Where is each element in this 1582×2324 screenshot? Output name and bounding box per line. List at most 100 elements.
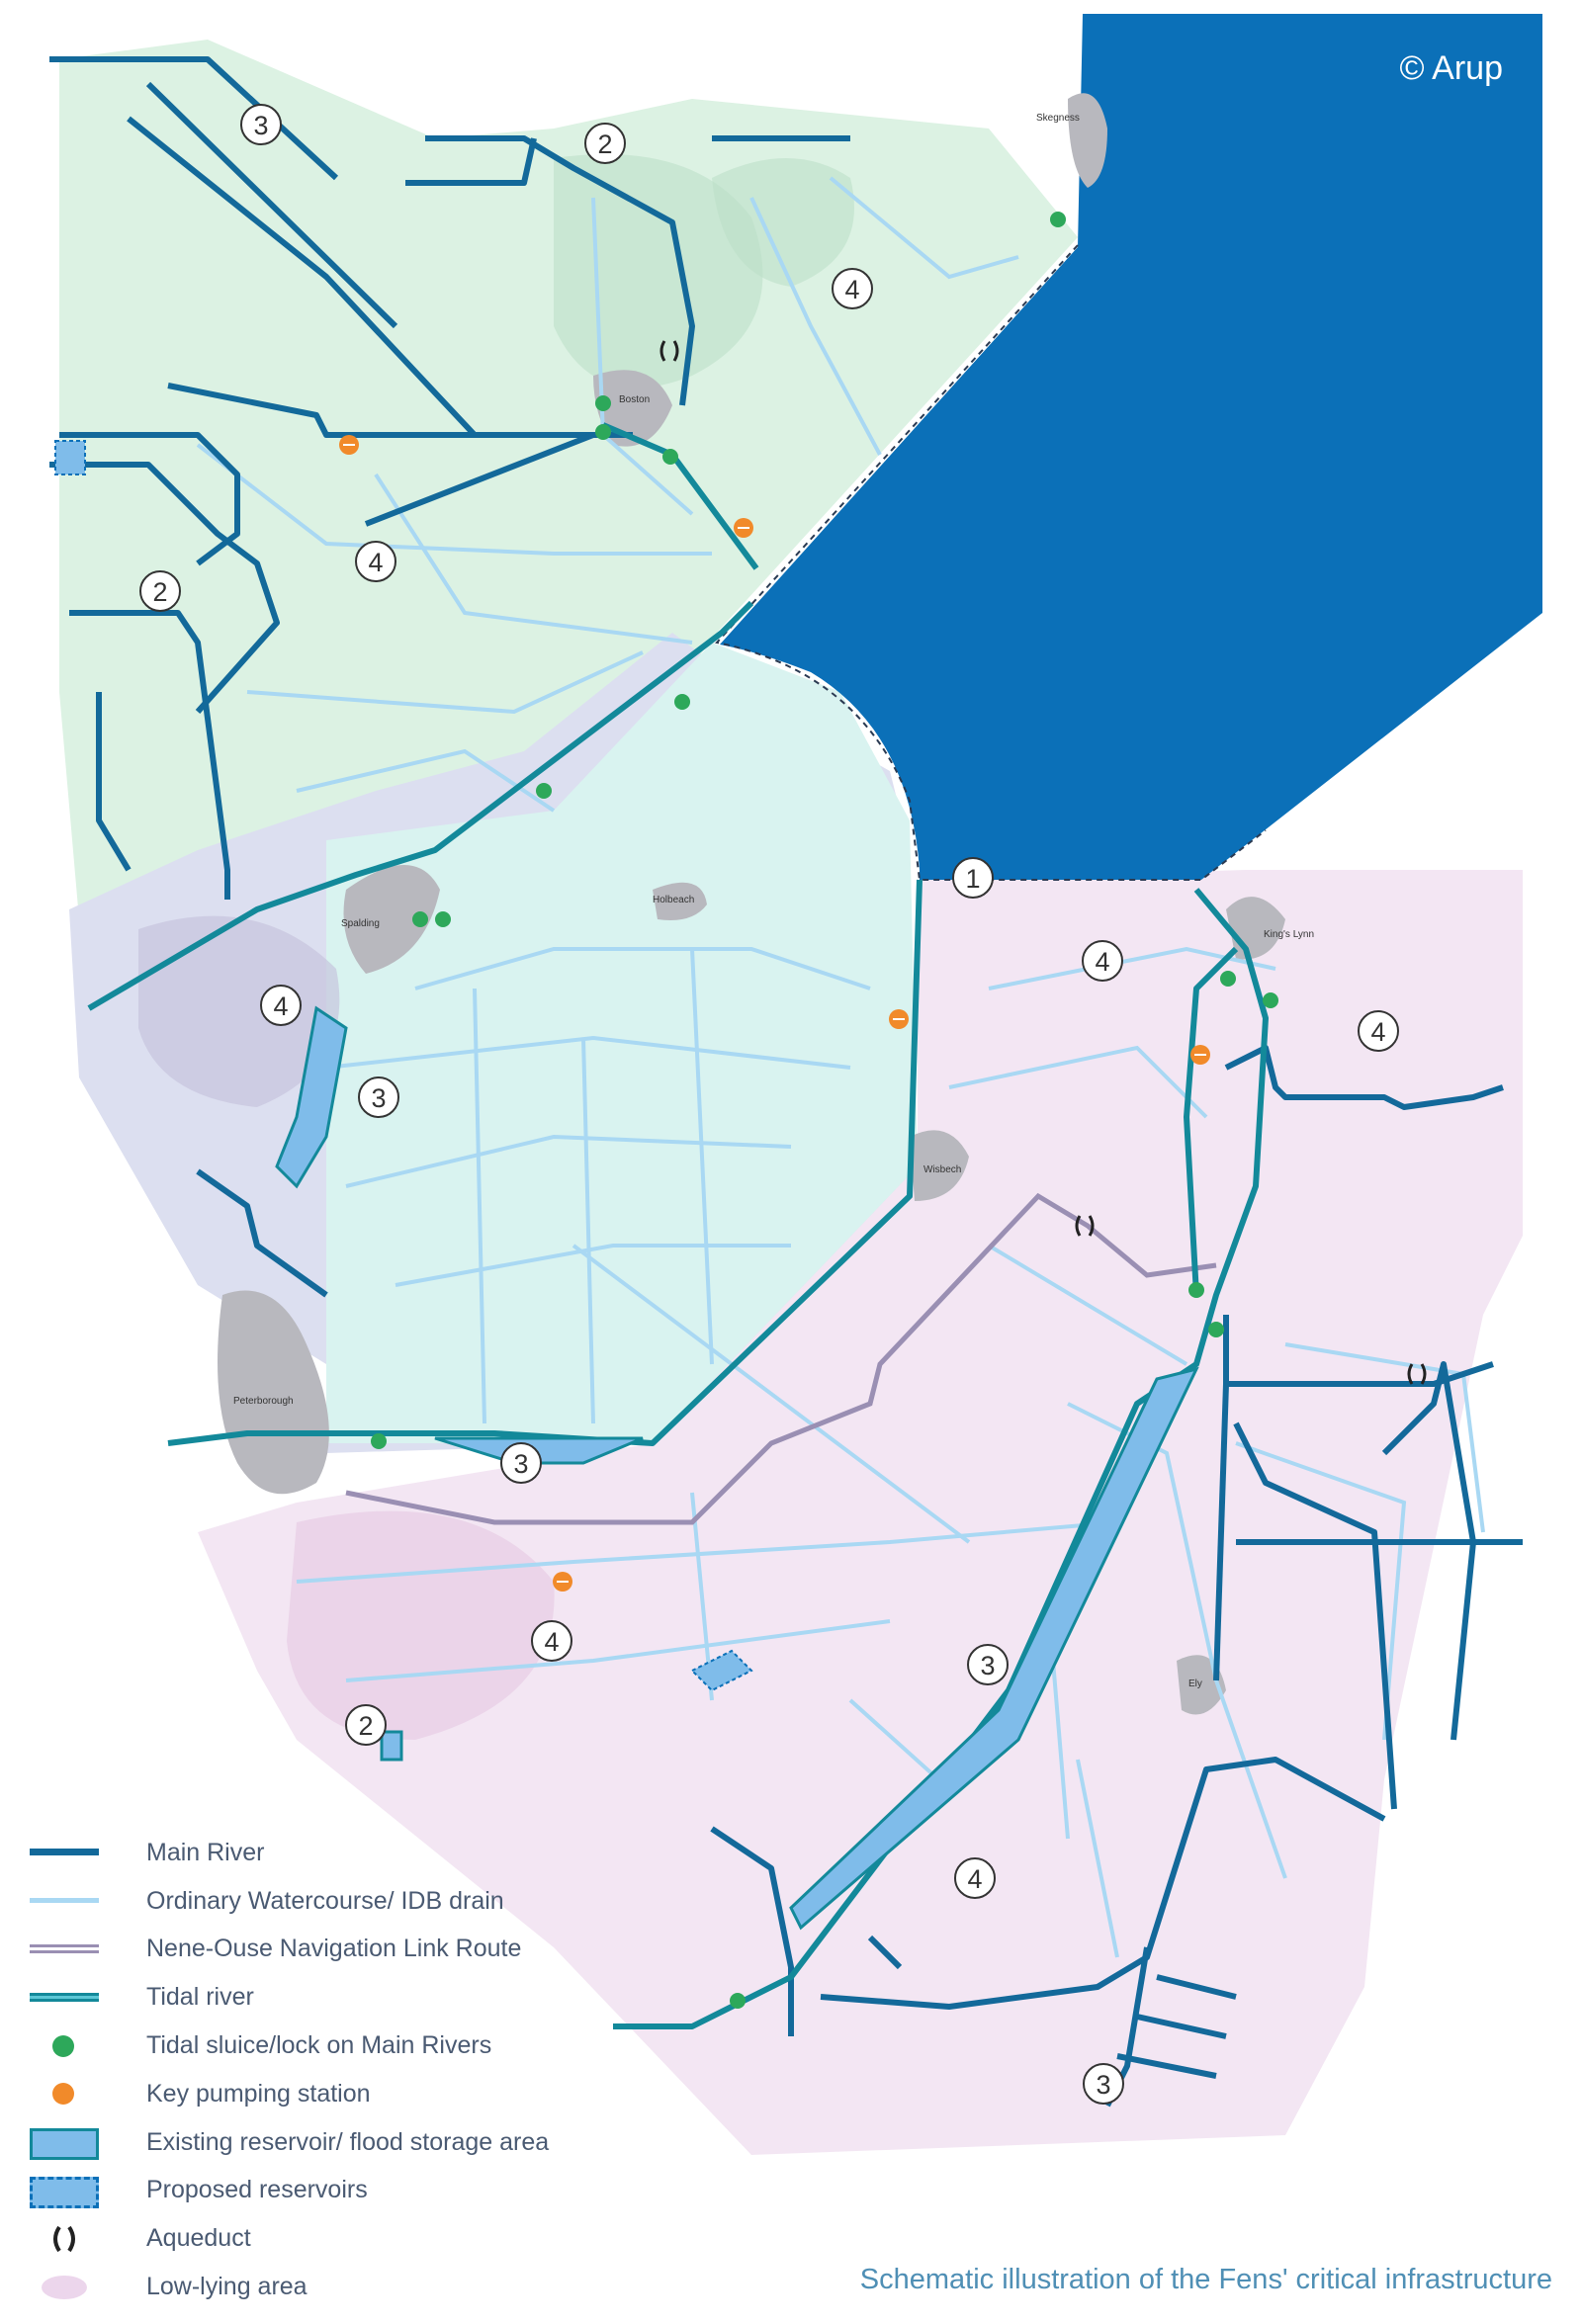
- legend-label: Main River: [146, 1838, 265, 1866]
- zone-number-marker: 2: [345, 1704, 387, 1746]
- pumping-station-icon: [1190, 1045, 1210, 1065]
- zone-number-marker: 2: [139, 570, 181, 612]
- drain: [1235, 1441, 1407, 1741]
- sluice-lock-icon: [30, 2026, 99, 2066]
- tidal-sluices: [371, 212, 1278, 2009]
- sluice-lock-icon: [1050, 212, 1066, 227]
- zone-number-marker: 3: [1083, 2063, 1124, 2105]
- sluice-lock-icon: [674, 694, 690, 710]
- aqueduct-symbol: [1407, 1363, 1427, 1385]
- tidal-river-icon: [30, 1978, 99, 2018]
- legend-item-navigation-link: Nene-Ouse Navigation Link Route: [30, 1926, 643, 1974]
- drain: [829, 176, 1019, 280]
- svg-text:3: 3: [371, 1083, 386, 1113]
- drain: [414, 947, 871, 990]
- sluice-lock-icon: [730, 1993, 746, 2009]
- drain: [296, 748, 556, 813]
- legend-label: Aqueduct: [146, 2224, 251, 2253]
- sluice-lock-icon: [595, 395, 611, 411]
- main-river: [364, 432, 595, 527]
- main-river: [1136, 2014, 1227, 2039]
- svg-text:1: 1: [965, 864, 980, 894]
- svg-text:4: 4: [273, 991, 288, 1021]
- svg-text:2: 2: [152, 577, 167, 607]
- zone-number-marker: 4: [1082, 940, 1123, 982]
- sluice-lock-icon: [595, 424, 611, 440]
- svg-text:4: 4: [967, 1864, 982, 1894]
- aqueducts: [659, 340, 1427, 1385]
- low-lying-area-spalding: [138, 915, 340, 1107]
- drain: [345, 1619, 891, 1682]
- drain: [395, 1244, 791, 1287]
- pumping-station-icon: [553, 1572, 572, 1592]
- main-river: [710, 1826, 794, 2036]
- wisbech-urban: [910, 1130, 969, 1201]
- pumping-stations: [339, 435, 1210, 1592]
- zone-number-marker: 2: [584, 123, 626, 164]
- proposed-reservoir-west: [54, 440, 86, 475]
- sluice-lock-icon: [536, 783, 552, 799]
- drain: [948, 1045, 1208, 1119]
- reservoir-nene: [434, 1436, 644, 1465]
- town-label: Holbeach: [653, 895, 694, 905]
- main-river: [1233, 1421, 1397, 1810]
- sea-the-wash: [720, 14, 1542, 880]
- drain: [246, 650, 644, 715]
- reservoir-welland: [275, 1005, 348, 1189]
- map-caption: Schematic illustration of the Fens' crit…: [859, 2264, 1552, 2295]
- legend-label: Ordinary Watercourse/ IDB drain: [146, 1886, 504, 1915]
- watercourse-icon: [30, 1881, 99, 1921]
- legend-label: Low-lying area: [146, 2273, 308, 2301]
- zone-number-marker: 3: [967, 1644, 1009, 1685]
- zone-number-marker: 4: [832, 268, 873, 309]
- peterborough-urban: [218, 1290, 329, 1495]
- legend-item-tidal-river: Tidal river: [30, 1973, 643, 2022]
- reservoir-great-ouse-washes: [789, 1366, 1199, 1931]
- legend-label: Proposed reservoirs: [146, 2176, 368, 2204]
- copyright-notice: © Arup: [1399, 49, 1503, 87]
- nene-ouse-navigation-link: [345, 1192, 1217, 1525]
- legend-label: Tidal river: [146, 1983, 254, 2012]
- pumping-station-icon: [30, 2074, 99, 2113]
- main-river: [1116, 2053, 1217, 2079]
- main-river: [59, 432, 240, 566]
- legend-item-ordinary-watercourse: Ordinary Watercourse/ IDB drain: [30, 1877, 643, 1926]
- legend-item-proposed-reservoir: Proposed reservoirs: [30, 2167, 643, 2215]
- main-river: [96, 692, 132, 872]
- drain: [581, 1037, 595, 1424]
- legend-item-aqueduct: Aqueduct: [30, 2214, 643, 2263]
- svg-text:4: 4: [368, 548, 383, 577]
- legend-label: Existing reservoir/ flood storage area: [146, 2127, 550, 2156]
- sluice-lock-icon: [435, 911, 451, 927]
- drain: [571, 1244, 971, 1544]
- town-label: King's Lynn: [1264, 929, 1314, 940]
- holbeach-urban: [653, 882, 707, 920]
- zone-number-marker: 1: [952, 857, 994, 899]
- town-label: Wisbech: [923, 1164, 961, 1175]
- legend-item-pumping-station: Key pumping station: [30, 2070, 643, 2118]
- svg-text:3: 3: [1096, 2070, 1110, 2100]
- svg-text:2: 2: [597, 129, 612, 159]
- drain: [1076, 1759, 1119, 1958]
- drain: [325, 1035, 851, 1070]
- drain: [987, 1244, 1188, 1366]
- navigation-link-icon: [30, 1930, 99, 1969]
- sluice-lock-icon: [1263, 992, 1278, 1008]
- main-river: [405, 137, 537, 186]
- drain: [1067, 1402, 1287, 1879]
- legend-item-main-river: Main River: [30, 1829, 643, 1877]
- svg-text:4: 4: [544, 1627, 559, 1657]
- low-lying-area-north-east: [712, 158, 854, 287]
- drain: [345, 1134, 792, 1188]
- zone-number-marker: 3: [358, 1076, 399, 1118]
- svg-text:4: 4: [1370, 1017, 1385, 1047]
- tidal-river-welland: [87, 600, 754, 1011]
- svg-text:4: 4: [844, 275, 859, 304]
- main-river: [1381, 1361, 1476, 1741]
- legend-label: Tidal sluice/lock on Main Rivers: [146, 2031, 492, 2060]
- main-river: [1224, 1045, 1504, 1110]
- pumping-station-icon: [339, 435, 359, 455]
- proposed-reservoir-south: [690, 1649, 753, 1692]
- zone-number-marker: 4: [355, 541, 396, 582]
